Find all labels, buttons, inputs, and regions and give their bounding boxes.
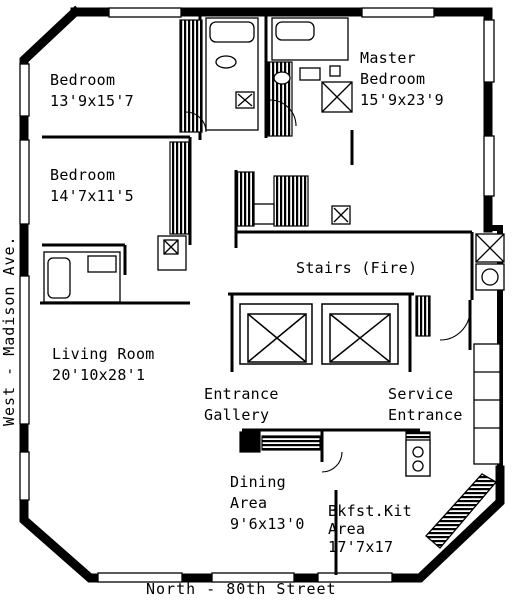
room-label-living-room: Living Room 20'10x28'1 [52, 344, 155, 386]
room-size: 13'9x15'7 [50, 92, 134, 110]
room-label-bedroom-1: Bedroom 13'9x15'7 [50, 70, 134, 112]
room-name: Bedroom [50, 71, 116, 89]
doors [185, 99, 471, 473]
room-name: Bkfst.Kit Area [328, 502, 412, 538]
windows [19, 7, 495, 583]
room-size: 15'9x23'9 [360, 91, 444, 109]
room-label-master-bedroom: Master Bedroom 15'9x23'9 [360, 48, 460, 111]
kitchen-fixtures [405, 233, 505, 549]
closets [169, 19, 431, 477]
label-stairs: Stairs (Fire) [296, 259, 418, 277]
room-label-breakfast-kitchen: Bkfst.Kit Area 17'7x17 [328, 502, 426, 556]
room-name: Master Bedroom [360, 49, 426, 88]
room-name: Dining Area [230, 473, 286, 512]
street-label-west: West - Madison Ave. [0, 235, 18, 426]
label-service-entrance: Service Entrance [388, 385, 463, 424]
elevators [239, 303, 399, 365]
street-label-north: North - 80th Street [146, 580, 337, 598]
room-label-bedroom-2: Bedroom 14'7x11'5 [50, 165, 134, 207]
room-size: 20'10x28'1 [52, 366, 146, 384]
room-size: 17'7x17 [328, 538, 394, 556]
room-name: Living Room [52, 345, 155, 363]
room-name: Bedroom [50, 166, 116, 184]
room-size: 14'7x11'5 [50, 187, 134, 205]
bathroom-fixtures [43, 17, 353, 303]
room-size: 9'6x13'0 [230, 515, 305, 533]
room-label-dining-area: Dining Area 9'6x13'0 [230, 472, 305, 535]
label-entrance-gallery: Entrance Gallery [204, 385, 279, 424]
